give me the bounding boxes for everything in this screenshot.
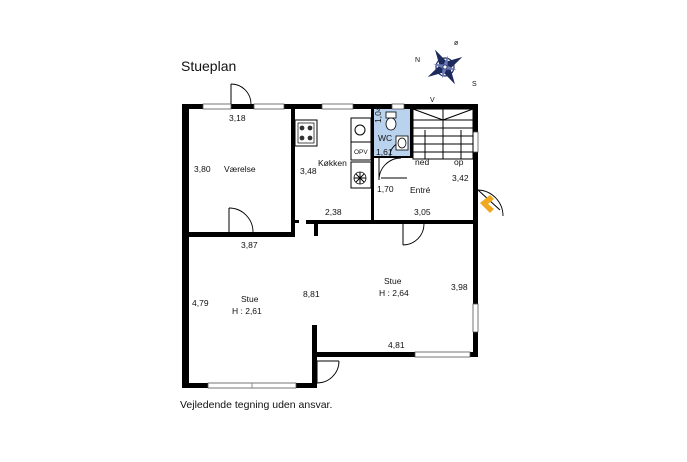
wc-width: 1,04 (373, 106, 383, 123)
stue-right-depth: 3,98 (451, 282, 468, 292)
vaerelse-bottom: 3,87 (241, 240, 258, 250)
compass-label-n: N (415, 57, 420, 64)
vaerelse-width: 3,18 (229, 113, 246, 123)
stue-left-depth: 4,79 (192, 298, 209, 308)
compass-label-v: V (430, 97, 435, 104)
koekken-name: Køkken (318, 158, 347, 168)
koekken-depth: 3,48 (300, 166, 317, 176)
vaerelse-name: Værelse (224, 164, 256, 174)
entry-arrow-icon (480, 195, 494, 213)
stair-down-label: ned (415, 157, 429, 167)
walls (182, 104, 478, 388)
entre-depth: 3,42 (452, 173, 469, 183)
entre-length: 3,05 (414, 207, 431, 217)
room-labels: 3,18 3,80 Værelse 3,87 Køkken 3,48 2,38 … (192, 106, 469, 350)
compass-rose-icon (427, 49, 463, 85)
disclaimer: Vejledende tegning uden ansvar. (180, 399, 332, 411)
stove-icon (350, 161, 372, 189)
stue-span: 8,81 (303, 289, 320, 299)
sink-icon (350, 117, 372, 143)
page-title: Stueplan (181, 58, 236, 74)
stue-left-height: H : 2,61 (232, 306, 262, 316)
kitchen-counter (294, 119, 318, 147)
stue-right-height: H : 2,64 (379, 288, 409, 298)
vaerelse-depth: 3,80 (194, 164, 211, 174)
wc-name: WC (378, 133, 392, 143)
washbasin-icon (395, 135, 409, 151)
stue-right-width: 4,81 (388, 340, 405, 350)
entre-name: Entré (410, 185, 431, 195)
entre-width: 1,70 (377, 184, 394, 194)
compass-label-o: ø (454, 40, 459, 47)
staircase-icon (412, 108, 474, 160)
wc-depth: 1,61 (376, 147, 393, 157)
stue-right-name: Stue (384, 276, 402, 286)
compass-label-s: S (472, 81, 477, 88)
stair-up-label: op (454, 157, 464, 167)
opv-label: OPV (354, 149, 368, 156)
toilet-icon (385, 111, 397, 131)
stue-left-name: Stue (241, 294, 259, 304)
opv-box (350, 141, 372, 161)
koekken-width: 2,38 (325, 207, 342, 217)
